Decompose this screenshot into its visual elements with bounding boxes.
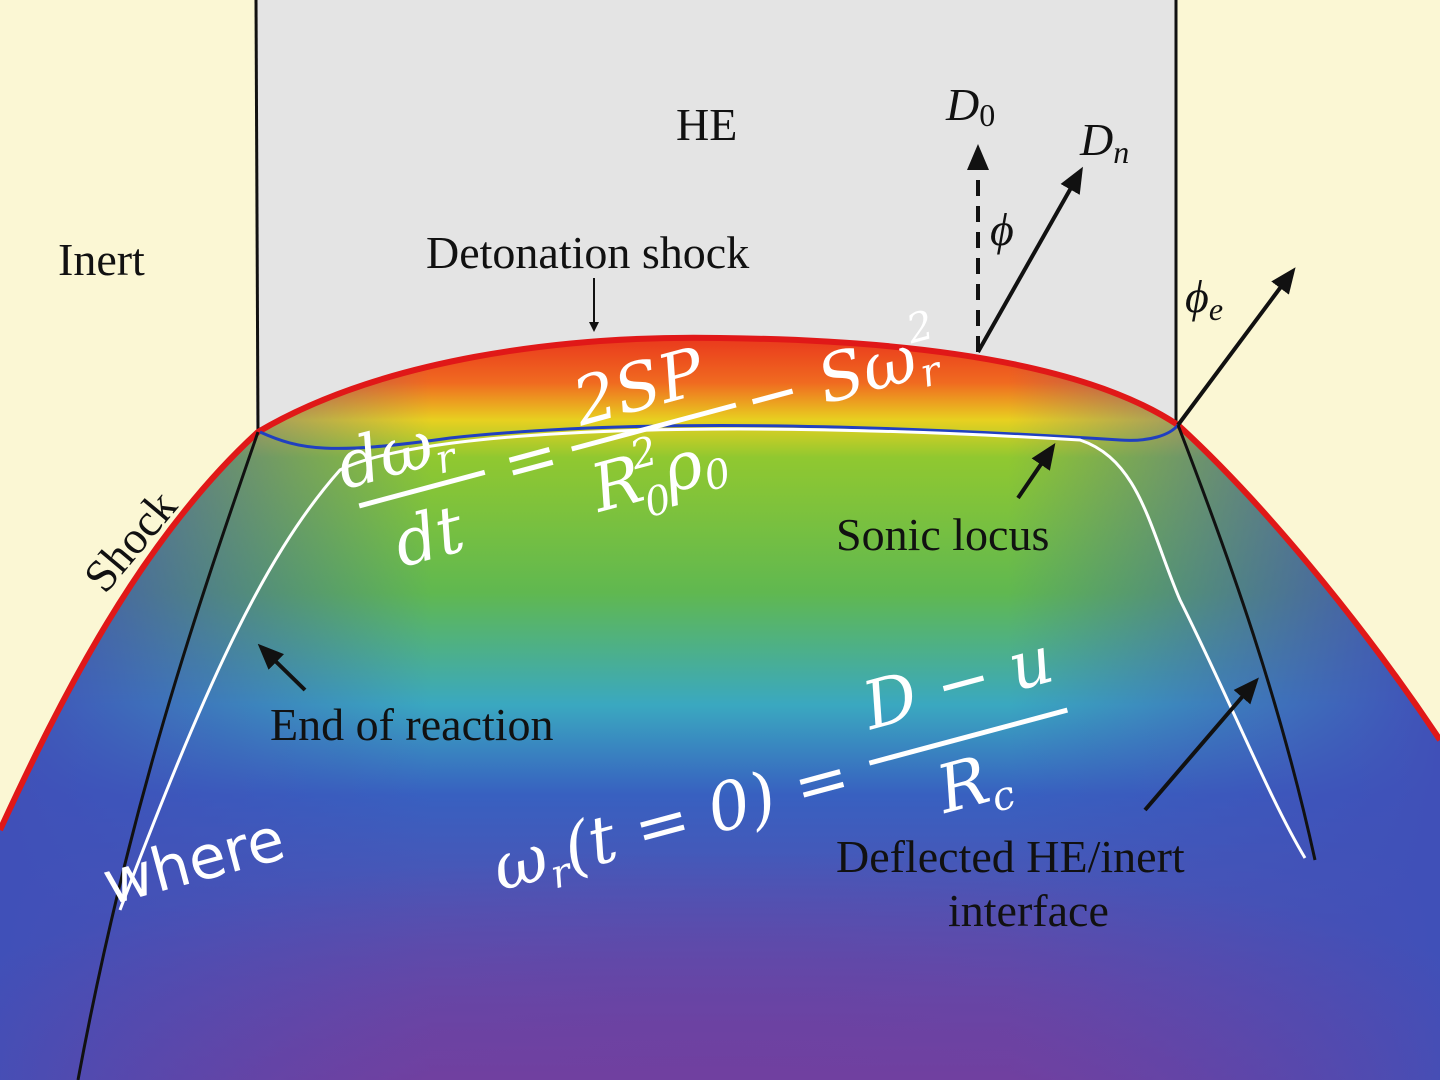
phi-e-vector: [1176, 267, 1296, 427]
end-of-reaction-label: End of reaction: [270, 699, 554, 750]
end-of-reaction-line: [118, 427, 1307, 911]
deflected-interface-arrow: [1143, 677, 1259, 812]
detonation-shock-label: Detonation shock: [426, 227, 749, 278]
end-of-reaction-arrow: [257, 643, 307, 692]
eq1-rhs-denominator: R20ρ0: [580, 411, 738, 539]
eq2-fraction-bar: [868, 707, 1069, 766]
he-label: HE: [676, 99, 737, 150]
deflected-interface-label-1: Deflected HE/inert: [836, 831, 1185, 882]
d0-label: D0: [945, 79, 995, 133]
reaction-zone-field: [0, 337, 1440, 1080]
deflected-interface-label-2: interface: [948, 885, 1109, 936]
dn-vector: [976, 166, 1083, 353]
phi-e-label: ϕe: [1185, 271, 1223, 327]
eq1-lhs-fraction-bar: [358, 469, 486, 509]
dn-label: Dn: [1079, 114, 1129, 170]
phi-label: ϕ: [990, 204, 1014, 255]
eq1-rhs-fraction-bar: [571, 402, 737, 452]
sonic-locus-label: Sonic locus: [836, 509, 1049, 560]
inert-label: Inert: [58, 234, 145, 285]
left-interface-line: [76, 431, 260, 1080]
deflected-interface-line: [1176, 424, 1317, 861]
he-left-boundary: [254, 0, 260, 433]
sonic-locus-arrow: [1016, 443, 1056, 500]
shock-line: [0, 334, 1440, 832]
